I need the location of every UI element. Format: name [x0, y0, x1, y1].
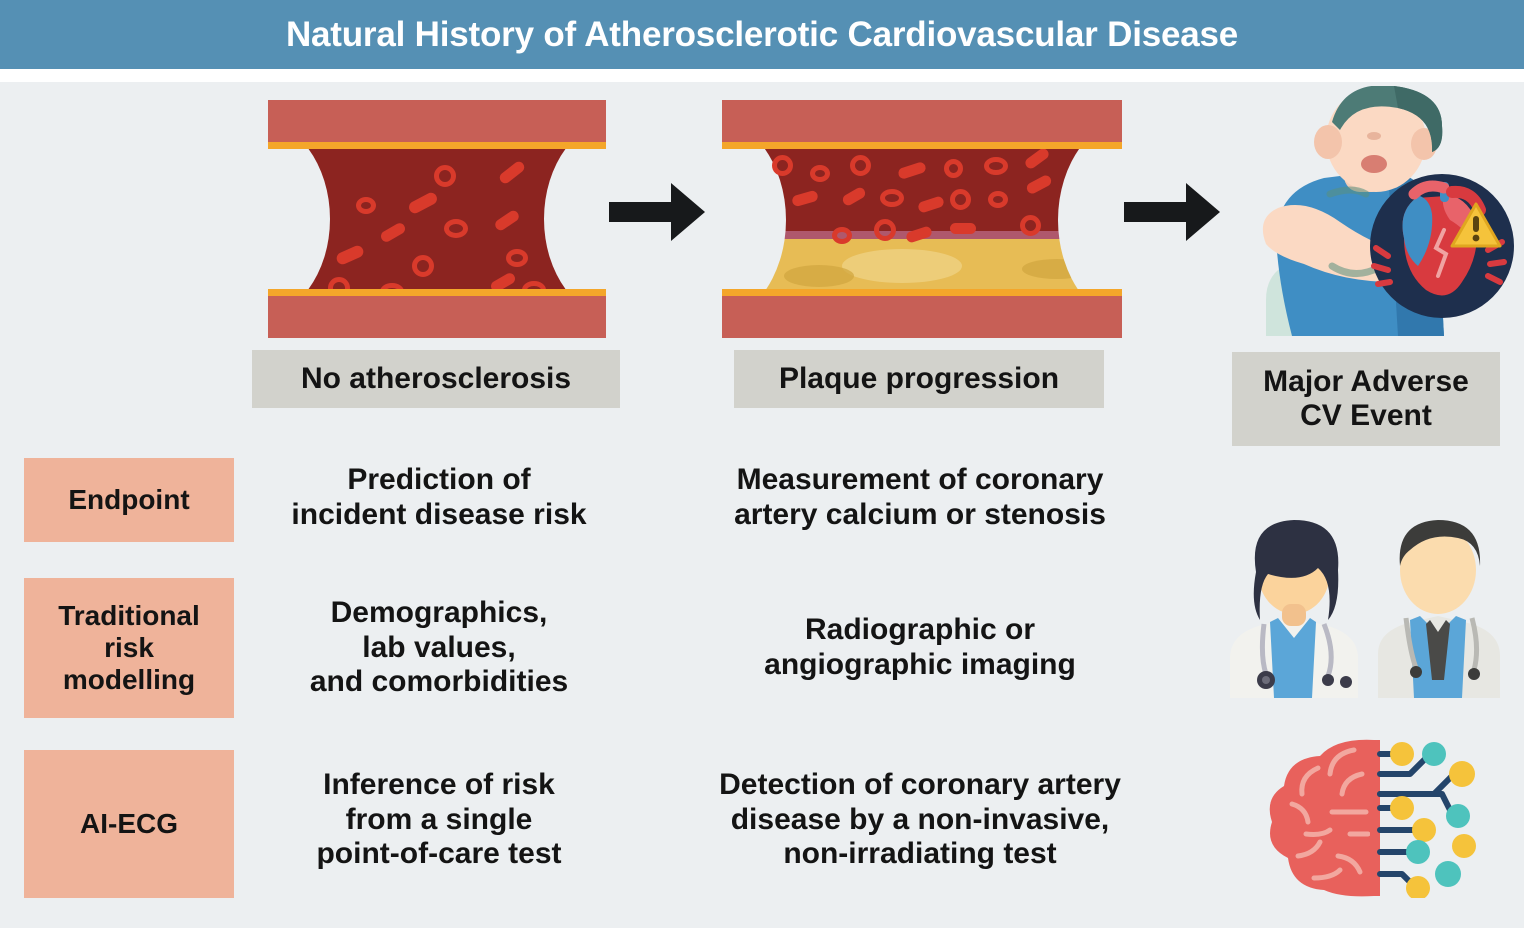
ai-node-teal — [1406, 840, 1430, 864]
cell-line: lab values, — [362, 630, 516, 664]
chest-pain-patient-icon — [1248, 85, 1516, 336]
stage-label-major-adverse-cv-event: Major Adverse CV Event — [1232, 352, 1500, 446]
cell-line: Detection of coronary artery — [719, 767, 1121, 801]
stage-label-no-atherosclerosis: No atherosclerosis — [252, 350, 620, 408]
title-divider — [0, 72, 1524, 82]
cell-traditional-risk-stage-2: Radiographic or angiographic imaging — [660, 596, 1180, 700]
cell-line: Radiographic or — [804, 613, 1036, 647]
cell-line: Demographics, — [330, 595, 548, 629]
ai-node-teal — [1446, 804, 1470, 828]
cell-endpoint-stage-2: Measurement of coronary artery calcium o… — [660, 448, 1180, 548]
cell-line: disease by a non-invasive, — [730, 802, 1110, 836]
cell-line: incident disease risk — [291, 498, 587, 531]
row-chip-label: Endpoint — [68, 484, 190, 516]
arrow-stage-1-to-2 — [609, 183, 705, 241]
ai-node-yellow — [1452, 834, 1476, 858]
male-doctor — [1378, 520, 1500, 698]
page-title: Natural History of Atherosclerotic Cardi… — [285, 14, 1239, 54]
chest-pain-svg — [1262, 85, 1514, 336]
ai-node-teal — [1435, 861, 1461, 887]
stage-label-text: No atherosclerosis — [300, 362, 572, 396]
cell-line: from a single — [345, 802, 533, 836]
row-chip-label-line-2: risk — [104, 632, 154, 664]
ai-brain-icon — [1262, 738, 1508, 900]
cell-line: Measurement of coronary — [736, 463, 1104, 497]
doctors-icon — [1224, 508, 1508, 698]
stage-label-text-line-2: CV Event — [1300, 399, 1432, 432]
ai-node-yellow — [1390, 796, 1414, 820]
ai-node-yellow — [1406, 876, 1430, 900]
ai-brain-svg — [1269, 739, 1476, 900]
ai-node-teal — [1422, 742, 1446, 766]
doctors-svg — [1230, 520, 1500, 698]
row-chip-endpoint: Endpoint — [24, 458, 234, 542]
disease-progression-row — [0, 82, 1524, 442]
ai-node-yellow — [1412, 818, 1436, 842]
stage-label-text: Plaque progression — [778, 362, 1060, 396]
cell-line: and comorbidities — [309, 665, 569, 699]
arrow-stage-2-to-3 — [1124, 183, 1220, 241]
cell-line: point-of-care test — [316, 837, 562, 871]
cell-line: non-irradiating test — [783, 837, 1057, 871]
cell-line: Inference of risk — [323, 767, 555, 801]
stage-label-text-line-1: Major Adverse — [1263, 365, 1469, 399]
row-chip-label: AI-ECG — [80, 808, 178, 840]
figure-title-bar: Natural History of Atherosclerotic Cardi… — [0, 0, 1524, 72]
ai-node-yellow — [1390, 742, 1414, 766]
row-chip-traditional-risk-modelling: Traditional risk modelling — [24, 578, 234, 718]
cell-ai-ecg-stage-2: Detection of coronary artery disease by … — [655, 750, 1185, 890]
row-chip-ai-ecg: AI-ECG — [24, 750, 234, 898]
healthy-artery-icon — [268, 100, 606, 338]
cell-line: artery calcium or stenosis — [734, 498, 1106, 531]
cell-line: angiographic imaging — [764, 648, 1076, 681]
cell-traditional-risk-stage-1: Demographics, lab values, and comorbidit… — [252, 578, 626, 718]
ai-node-yellow — [1449, 761, 1475, 787]
cell-line: Prediction of — [347, 463, 531, 497]
stage-label-plaque-progression: Plaque progression — [734, 350, 1104, 408]
cell-ai-ecg-stage-1: Inference of risk from a single point-of… — [252, 750, 626, 890]
cell-endpoint-stage-1: Prediction of incident disease risk — [252, 448, 626, 548]
row-chip-label-line-3: modelling — [62, 663, 196, 695]
plaque-artery-icon — [722, 100, 1122, 338]
female-doctor — [1230, 520, 1358, 698]
row-chip-label-line-1: Traditional — [58, 600, 200, 632]
